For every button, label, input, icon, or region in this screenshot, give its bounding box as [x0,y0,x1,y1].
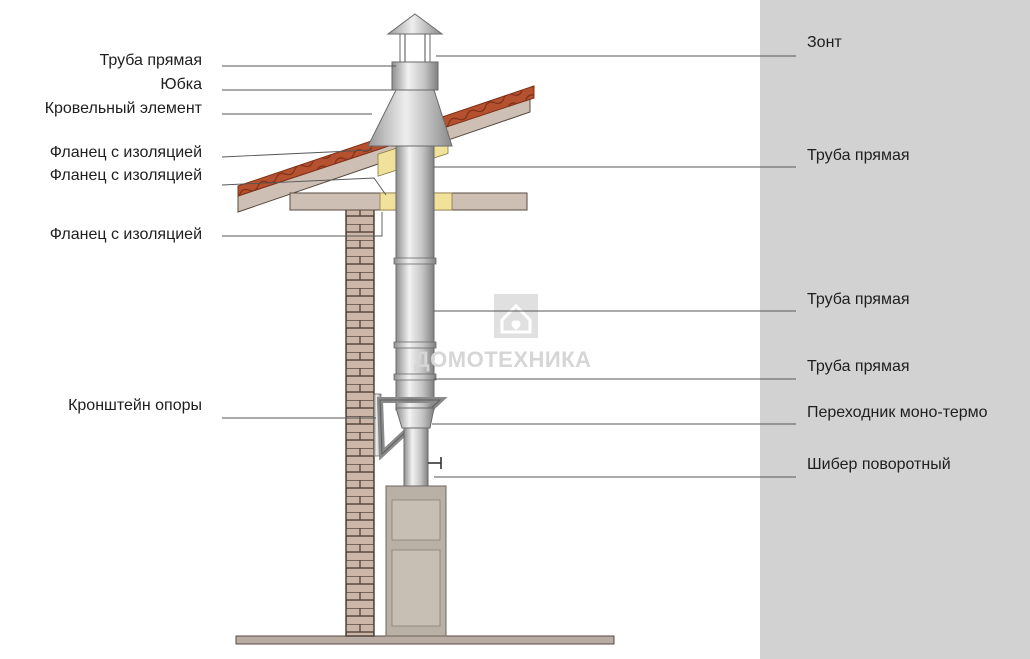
label-support-bracket: Кронштейн опоры [68,397,202,414]
label-flange-2: Фланец с изоляцией [49,167,202,184]
damper-handle [428,457,442,469]
roof-element-cone [367,89,453,147]
floor-slab [235,635,615,645]
mono-pipe [403,427,429,487]
mono-thermo-adapter [395,407,435,429]
house-heart-icon [494,294,538,338]
pipe-joint [393,257,437,265]
leader-lines-left [221,65,396,419]
skirt [391,61,439,91]
label-pipe-straight-3: Труба прямая [807,358,910,375]
label-pipe-straight-top: Труба прямая [99,52,202,69]
label-roof-element: Кровельный элемент [44,100,202,117]
brick-wall [345,207,375,637]
label-rotary-damper: Шибер поворотный [807,456,951,473]
right-background-panel [760,0,1030,659]
umbrella-cap [386,13,444,63]
label-umbrella: Зонт [807,34,842,51]
label-flange-3: Фланец с изоляцией [49,226,202,243]
label-pipe-straight-1: Труба прямая [807,147,910,164]
pipe-joint [393,373,437,381]
watermark-text: ДОМОТЕХНИКА [414,347,592,372]
leader-lines-right [432,55,796,478]
label-skirt: Юбка [160,76,202,93]
label-pipe-straight-2: Труба прямая [807,291,910,308]
label-mono-thermo-adapter: Переходник моно-термо [807,404,988,421]
stove [385,485,447,637]
pipe-joint [393,341,437,349]
label-flange-1: Фланец с изоляцией [49,144,202,161]
